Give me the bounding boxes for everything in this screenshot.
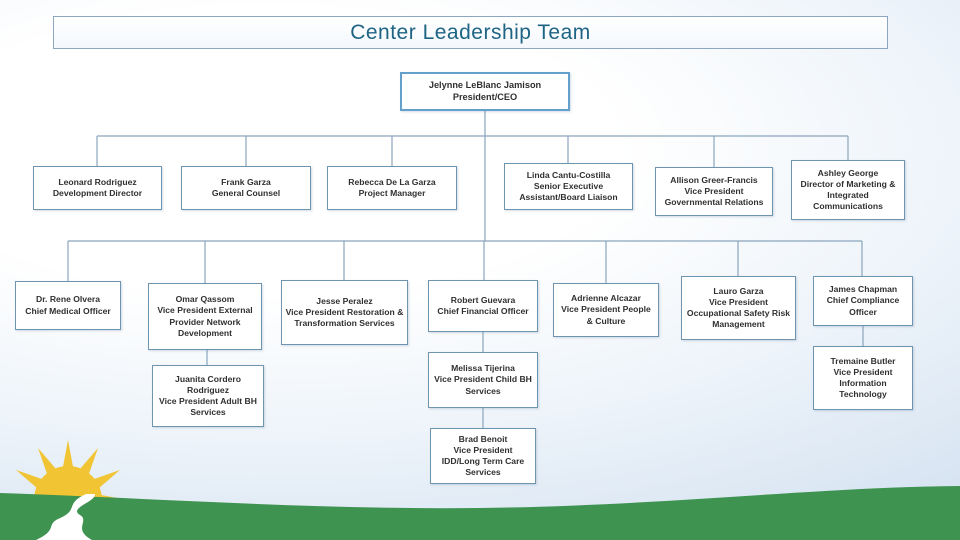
org-node-rebecca: Rebecca De La Garza Project Manager (327, 166, 457, 210)
person-title: Vice President People & Culture (561, 304, 651, 326)
org-node-juanita: Juanita Cordero Rodriguez Vice President… (152, 365, 264, 427)
person-title: Chief Compliance Officer (826, 295, 900, 317)
person-title: Vice President Child BH Services (434, 374, 532, 396)
org-node-ceo: Jelynne LeBlanc Jamison President/CEO (400, 72, 570, 111)
person-name: Linda Cantu-Costilla (526, 169, 611, 180)
person-name: Leonard Rodriguez (58, 176, 137, 187)
person-title: Vice President Governmental Relations (664, 185, 764, 208)
person-title: General Counsel (211, 188, 281, 198)
person-title: Director of Marketing & Integrated Commu… (800, 178, 896, 212)
landscape-graphic (0, 440, 960, 540)
winding-path-icon (36, 494, 96, 540)
person-title: Vice President Restoration & Transformat… (285, 306, 404, 329)
org-node-allison: Allison Greer-Francis Vice President Gov… (655, 167, 773, 216)
slide-title-box: Center Leadership Team (53, 16, 888, 49)
person-name: Frank Garza (221, 176, 271, 187)
org-node-tremaine: Tremaine Butler Vice President Informati… (813, 346, 913, 410)
person-title: President/CEO (452, 91, 518, 102)
person-title: Project Manager (358, 188, 426, 198)
person-name: Lauro Garza (713, 285, 764, 296)
person-title: Vice President External Provider Network… (157, 305, 253, 338)
person-name: Jesse Peralez (316, 295, 373, 306)
person-name: Jelynne LeBlanc Jamison (428, 79, 542, 90)
org-node-adrienne: Adrienne Alcazar Vice President People &… (553, 283, 659, 337)
person-name: Rebecca De La Garza (348, 176, 436, 187)
org-node-brad: Brad Benoit Vice President IDD/Long Term… (430, 428, 536, 484)
org-node-omar: Omar Qassom Vice President External Prov… (148, 283, 262, 350)
person-name: Dr. Rene Olvera (35, 294, 100, 305)
person-title: Vice President Adult BH Services (159, 396, 257, 418)
person-name: Allison Greer-Francis (670, 174, 758, 185)
person-title: Vice President IDD/Long Term Care Servic… (441, 444, 525, 478)
org-node-robert: Robert Guevara Chief Financial Officer (428, 280, 538, 332)
org-node-james: James Chapman Chief Compliance Officer (813, 276, 913, 326)
person-name: Omar Qassom (175, 294, 235, 305)
org-node-leonard: Leonard Rodriguez Development Director (33, 166, 162, 210)
person-title: Vice President Information Technology (833, 366, 893, 400)
org-node-ashley: Ashley George Director of Marketing & In… (791, 160, 905, 220)
person-name: Juanita Cordero Rodriguez (175, 373, 241, 395)
person-name: Adrienne Alcazar (571, 293, 641, 304)
person-title: Senior Executive Assistant/Board Liaison (519, 180, 618, 203)
org-node-lauro: Lauro Garza Vice President Occupational … (681, 276, 796, 340)
person-title: Development Director (52, 188, 143, 198)
person-name: Robert Guevara (450, 294, 516, 305)
org-node-rene: Dr. Rene Olvera Chief Medical Officer (15, 281, 121, 330)
person-title: Vice President Occupational Safety Risk … (686, 296, 791, 330)
person-name: Brad Benoit (458, 433, 508, 444)
org-node-frank: Frank Garza General Counsel (181, 166, 311, 210)
person-name: James Chapman (828, 284, 898, 295)
org-node-melissa: Melissa Tijerina Vice President Child BH… (428, 352, 538, 408)
slide-title: Center Leadership Team (350, 20, 591, 44)
green-hill (0, 486, 960, 540)
person-name: Melissa Tijerina (451, 363, 515, 374)
org-node-linda: Linda Cantu-Costilla Senior Executive As… (504, 163, 633, 210)
person-name: Ashley George (817, 167, 879, 178)
person-name: Tremaine Butler (830, 355, 896, 366)
org-node-jesse: Jesse Peralez Vice President Restoration… (281, 280, 408, 345)
person-title: Chief Medical Officer (25, 305, 111, 316)
person-title: Chief Financial Officer (437, 306, 529, 316)
